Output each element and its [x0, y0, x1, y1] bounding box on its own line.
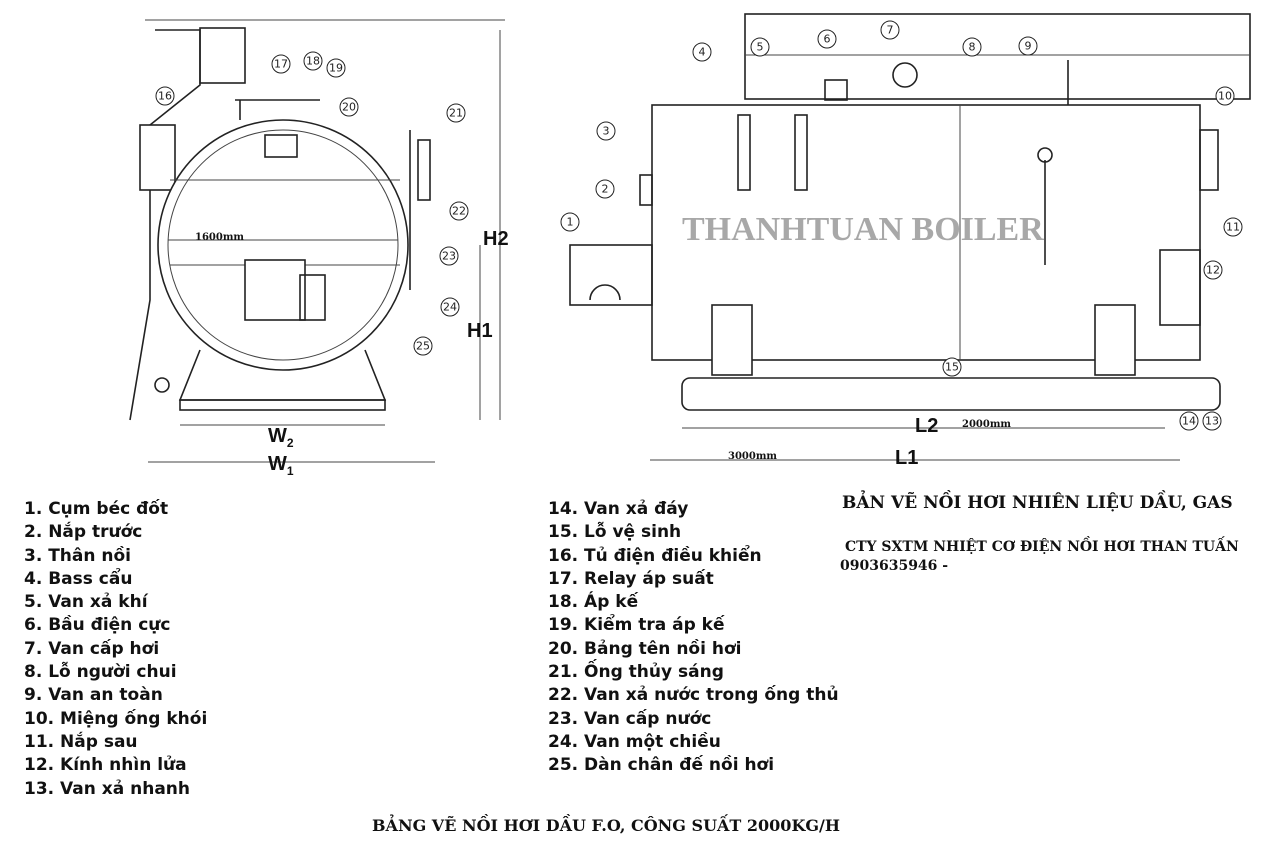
- callout-6: 6: [824, 33, 831, 46]
- l2-value: 2000mm: [962, 419, 1011, 430]
- legend-item: 24. Van một chiều: [548, 731, 721, 752]
- w2-label: W2: [268, 425, 294, 450]
- legend-item: 16. Tủ điện điều khiển: [548, 545, 762, 566]
- legend-item: 3. Thân nồi: [24, 545, 132, 566]
- callout-18: 18: [306, 55, 320, 68]
- callout-1: 1: [567, 216, 574, 229]
- caption: BẢNG VẼ NỒI HƠI DẦU F.O, CÔNG SUẤT 2000K…: [372, 816, 840, 835]
- front-view: [129, 19, 505, 463]
- legend-item: 12. Kính nhìn lửa: [24, 755, 187, 776]
- legend-item: 5. Van xả khí: [24, 592, 148, 613]
- legend-item: 18. Áp kế: [548, 592, 639, 613]
- callout-11: 11: [1226, 221, 1240, 234]
- callout-17: 17: [274, 58, 288, 71]
- callout-4: 4: [699, 46, 706, 59]
- callout-5: 5: [757, 41, 764, 54]
- l2-label: L2: [915, 415, 938, 437]
- callout-20: 20: [342, 101, 356, 114]
- legend-item: 15. Lỗ vệ sinh: [548, 522, 682, 543]
- callout-16: 16: [158, 90, 172, 103]
- legend-item: 8. Lỗ người chui: [24, 662, 177, 683]
- callout-12: 12: [1206, 264, 1220, 277]
- legend-item: 9. Van an toàn: [24, 685, 163, 706]
- h2-label: H2: [483, 228, 509, 250]
- callouts: 1 2 3 4 5 6 7 8 9 10 11 12 13 14 15 16 1…: [155, 20, 1243, 431]
- legend-item: 11. Nắp sau: [24, 731, 138, 752]
- diameter-label: 1600mm: [195, 232, 244, 243]
- callout-13: 13: [1205, 415, 1219, 428]
- legend-item: 23. Van cấp nước: [548, 708, 712, 729]
- legend-item: 20. Bảng tên nồi hơi: [548, 638, 742, 659]
- legend-item: 22. Van xả nước trong ống thủ: [548, 685, 839, 706]
- callout-23: 23: [442, 250, 456, 263]
- legend-left: 1. Cụm béc đốt 2. Nắp trước 3. Thân nồi …: [24, 498, 207, 801]
- legend-item: 10. Miệng ống khói: [24, 708, 208, 729]
- watermark: THANHTUAN BOILER: [682, 211, 1044, 248]
- legend-item: 2. Nắp trước: [24, 522, 143, 543]
- callout-25: 25: [416, 340, 430, 353]
- legend-item: 21. Ống thủy sáng: [548, 662, 724, 683]
- l1-value: 3000mm: [728, 451, 777, 462]
- company-name: CTY SXTM NHIỆT CƠ ĐIỆN NỒI HƠI THAN TUẤN: [845, 539, 1239, 555]
- legend-item: 1. Cụm béc đốt: [24, 499, 169, 519]
- boiler-drawing: 1 2 3 4 5 6 7 8 9 10 11 12 13 14 15 16 1…: [129, 13, 1251, 478]
- callout-8: 8: [969, 41, 976, 54]
- callout-24: 24: [443, 301, 457, 314]
- legend-item: 14. Van xả đáy: [548, 499, 689, 519]
- callout-15: 15: [945, 361, 959, 374]
- legend-item: 4. Bass cẩu: [24, 568, 133, 589]
- l1-label: L1: [895, 447, 918, 469]
- legend-item: 25. Dàn chân đế nồi hơi: [548, 755, 775, 776]
- callout-2: 2: [602, 183, 609, 196]
- callout-10: 10: [1218, 90, 1232, 103]
- legend-right: 14. Van xả đáy 15. Lỗ vệ sinh 16. Tủ điệ…: [548, 498, 839, 778]
- side-view: [569, 13, 1251, 461]
- drawing-title: BẢN VẼ NỒI HƠI NHIÊN LIỆU DẦU, GAS: [842, 493, 1233, 513]
- legend-item: 7. Van cấp hơi: [24, 638, 160, 659]
- legend-item: 17. Relay áp suất: [548, 568, 714, 589]
- w1-label: W1: [268, 453, 294, 478]
- callout-3: 3: [603, 125, 610, 138]
- legend-item: 13. Van xả nhanh: [24, 778, 190, 799]
- legend-item: 19. Kiểm tra áp kế: [548, 615, 725, 636]
- h1-label: H1: [467, 320, 493, 342]
- callout-19: 19: [329, 62, 343, 75]
- callout-7: 7: [887, 24, 894, 37]
- callout-22: 22: [452, 205, 466, 218]
- legend-item: 6. Bầu điện cực: [24, 615, 171, 636]
- callout-14: 14: [1182, 415, 1196, 428]
- callout-21: 21: [449, 107, 463, 120]
- phone-number: 0903635946 -: [840, 558, 949, 574]
- callout-9: 9: [1025, 40, 1032, 53]
